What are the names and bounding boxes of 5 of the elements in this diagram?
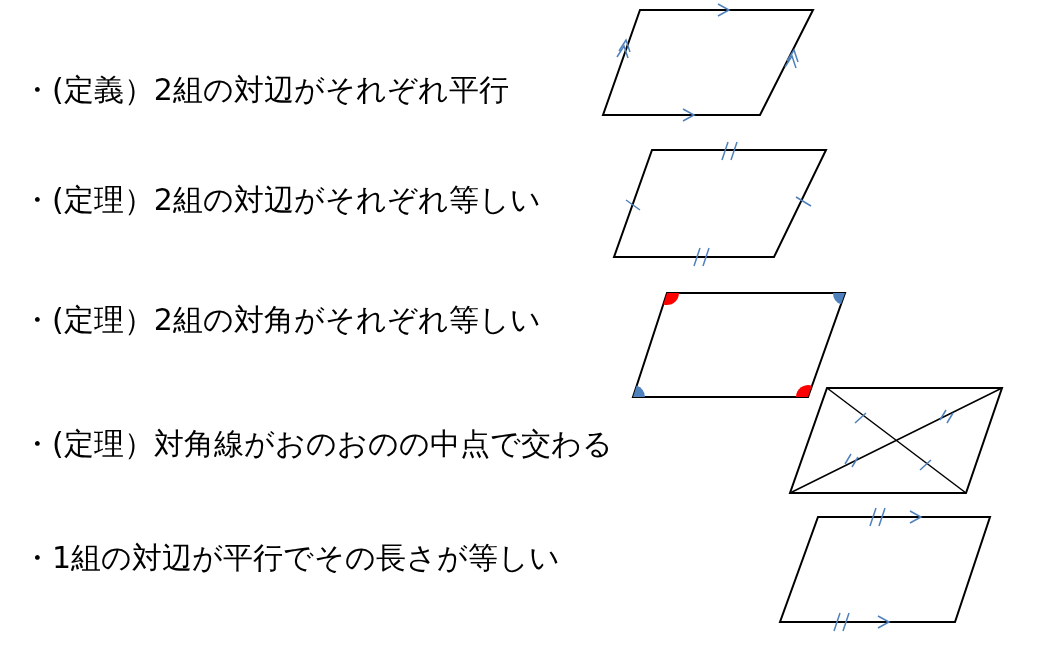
theorem-text: ・(定理）2組の対角がそれぞれ等しい xyxy=(22,301,541,339)
theorem-text: ・1組の対辺が平行でその長さが等しい xyxy=(22,539,561,577)
theorem-text: ・(定理）対角線がおのおのの中点で交わる xyxy=(22,425,613,463)
theorem-text: ・(定義）2組の対辺がそれぞれ平行 xyxy=(22,71,509,109)
theorem-text: ・(定理）2組の対辺がそれぞれ等しい xyxy=(22,181,541,219)
